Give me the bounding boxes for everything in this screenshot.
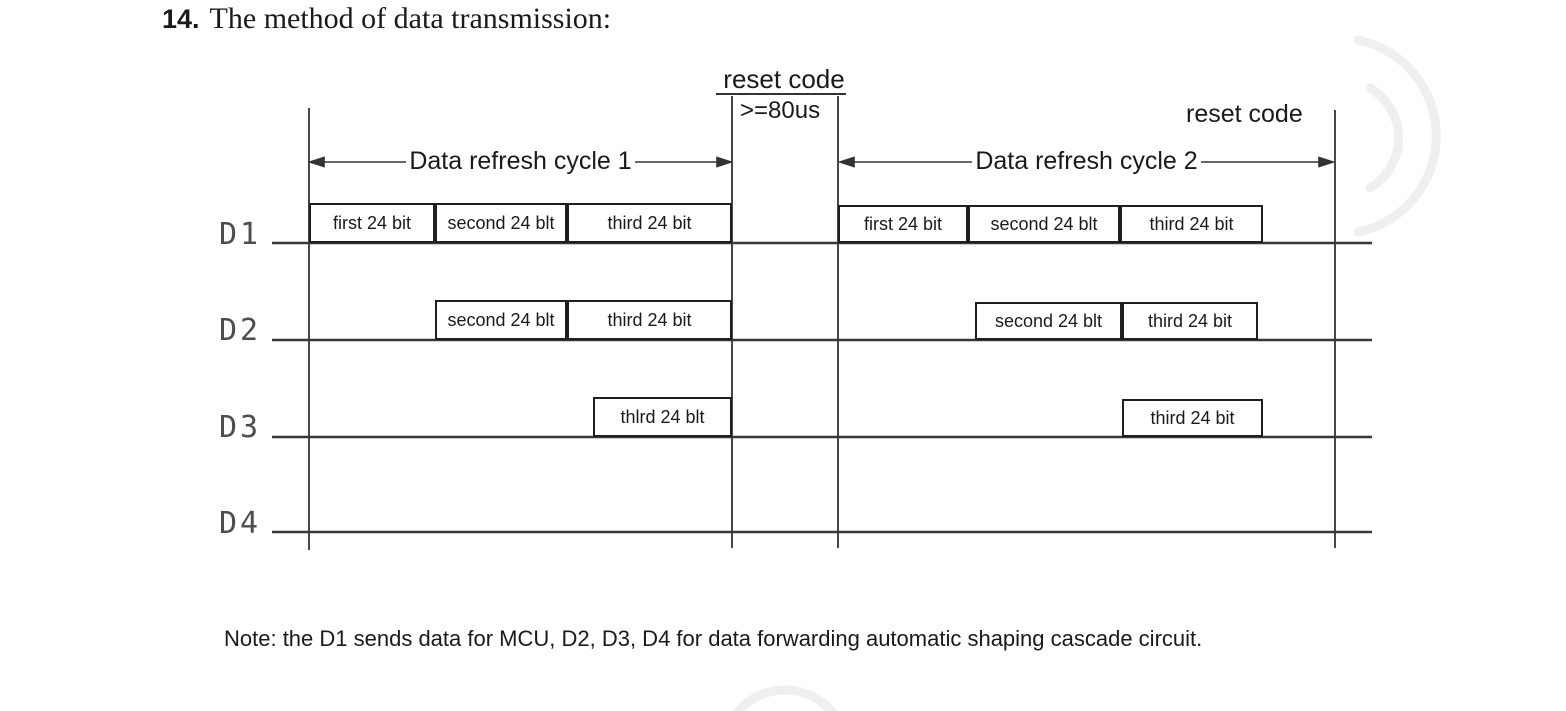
d2-cycle2-box-second: second 24 blt xyxy=(975,302,1122,340)
note-text: Note: the D1 sends data for MCU, D2, D3,… xyxy=(224,626,1203,651)
d1-cycle1-box-third: third 24 bit xyxy=(567,203,732,243)
reset-code-top-label: reset code xyxy=(723,64,845,94)
watermark-arc-inner xyxy=(1365,83,1404,193)
cycle1-arrowhead-right xyxy=(716,156,734,168)
d3-cycle2-box-third: third 24 bit xyxy=(1122,399,1263,437)
d2-cycle2-box-third: third 24 bit xyxy=(1122,302,1258,340)
d3-cycle1-box-third: thlrd 24 blt xyxy=(593,397,732,437)
signal-label-d1: D1 xyxy=(219,217,262,252)
cycle1-arrowhead-left xyxy=(307,156,325,168)
d1-cycle1-box-second: second 24 blt xyxy=(435,203,567,243)
section-number: 14. xyxy=(162,4,200,34)
cycle2-arrowhead-right xyxy=(1318,156,1336,168)
section-heading: 14. The method of data transmission: xyxy=(162,2,611,36)
signal-label-d4: D4 xyxy=(219,506,262,541)
reset-code-duration: >=80us xyxy=(740,97,821,124)
watermark-circle-bottom xyxy=(732,685,838,711)
d1-cycle1-box-first: first 24 bit xyxy=(309,203,435,243)
signal-label-d2: D2 xyxy=(219,313,262,348)
d1-cycle2-box-third: third 24 bit xyxy=(1120,205,1263,243)
d2-cycle1-box-third: third 24 bit xyxy=(567,300,732,340)
cycle2-label: Data refresh cycle 2 xyxy=(841,147,1332,176)
section-title: The method of data transmission: xyxy=(209,2,612,35)
cycle2-arrowhead-left xyxy=(837,156,855,168)
d2-cycle1-box-second: second 24 blt xyxy=(435,300,567,340)
cycle1-label: Data refresh cycle 1 xyxy=(311,147,730,176)
reset-code-right-label: reset code xyxy=(1186,100,1303,128)
watermark-arcs xyxy=(732,35,1441,711)
d1-cycle2-box-second: second 24 blt xyxy=(968,205,1120,243)
vertical-reference-lines xyxy=(308,96,1336,550)
d1-cycle2-box-first: first 24 bit xyxy=(838,205,968,243)
signal-baselines xyxy=(272,241,1372,534)
watermark-arc-outer xyxy=(1353,35,1441,237)
cycle1-label-text: Data refresh cycle 1 xyxy=(406,147,635,175)
cycle2-label-text: Data refresh cycle 2 xyxy=(972,147,1201,175)
signal-label-d3: D3 xyxy=(219,410,262,445)
